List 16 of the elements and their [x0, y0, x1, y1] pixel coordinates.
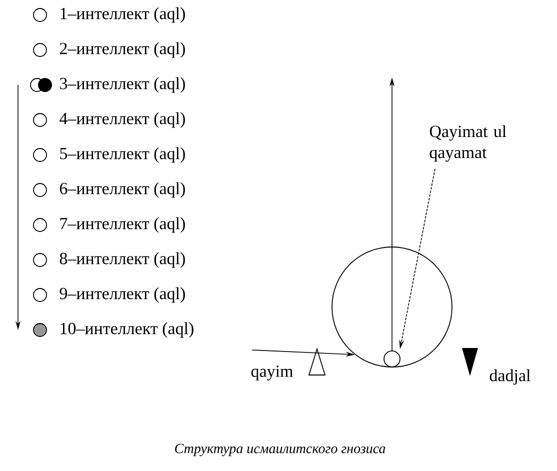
list-item: 2–интеллект (aql): [60, 42, 185, 58]
list-item: 3–интеллект (aql): [60, 77, 185, 93]
list-item: 4–интеллект (aql): [60, 112, 185, 128]
large-circle: [332, 246, 452, 368]
list-item: 5–интеллект (aql): [60, 147, 185, 163]
annotation-text: Qayimat ul qayamat: [430, 125, 506, 162]
list-item: 7–интеллект (aql): [60, 217, 185, 233]
small-circle: [384, 350, 400, 368]
list-item: 10–интеллект (aql): [60, 322, 194, 338]
list-item: 8–интеллект (aql): [60, 252, 185, 268]
symbol-label: dadjal: [490, 369, 530, 385]
list-item: 9–интеллект (aql): [60, 287, 185, 303]
list-item: 1–интеллект (aql): [60, 7, 185, 23]
caption: Структура исмаилитского гнозиса: [175, 444, 386, 456]
list-item: 6–интеллект (aql): [60, 182, 185, 198]
symbol-label: qayim: [251, 366, 293, 380]
